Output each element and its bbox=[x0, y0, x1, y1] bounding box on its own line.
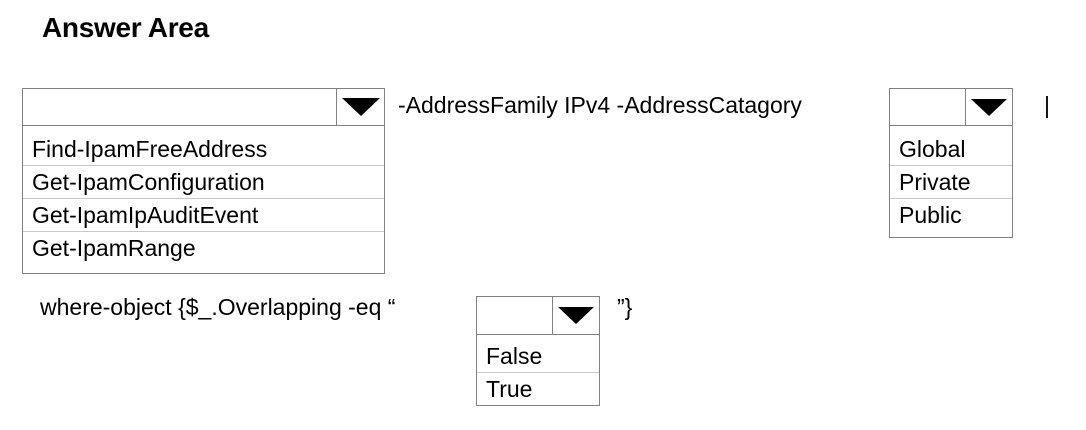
bool-dropdown[interactable]: False True bbox=[476, 296, 600, 406]
triangle-down-icon bbox=[558, 307, 594, 324]
pipe-symbol: | bbox=[1044, 92, 1050, 118]
option-false[interactable]: False bbox=[477, 340, 599, 373]
option-get-ipamconfiguration[interactable]: Get-IpamConfiguration bbox=[23, 166, 384, 199]
category-dropdown-selected[interactable] bbox=[890, 89, 1012, 126]
option-public[interactable]: Public bbox=[899, 202, 962, 228]
option-get-ipamipauditevent[interactable]: Get-IpamIpAuditEvent bbox=[23, 199, 384, 232]
option-find-ipamfreeaddress[interactable]: Find-IpamFreeAddress bbox=[23, 133, 384, 166]
where-object-text: where-object {$_.Overlapping -eq “ bbox=[40, 294, 396, 320]
category-dropdown[interactable]: Global Private Public bbox=[889, 88, 1013, 238]
option-true[interactable]: True bbox=[486, 376, 533, 402]
bool-dropdown-selected[interactable] bbox=[477, 297, 599, 335]
option-global[interactable]: Global bbox=[890, 133, 1012, 166]
category-dropdown-toggle[interactable] bbox=[965, 89, 1012, 125]
option-get-ipamrange[interactable]: Get-IpamRange bbox=[32, 235, 196, 261]
address-family-text: -AddressFamily IPv4 -AddressCatagory bbox=[398, 92, 802, 118]
closing-quote-brace: ”} bbox=[617, 294, 633, 320]
cmdlet-dropdown-toggle[interactable] bbox=[336, 89, 384, 125]
bool-dropdown-toggle[interactable] bbox=[552, 297, 599, 334]
option-private[interactable]: Private bbox=[890, 166, 1012, 199]
cmdlet-dropdown-selected[interactable] bbox=[23, 89, 384, 126]
cmdlet-dropdown[interactable]: Find-IpamFreeAddress Get-IpamConfigurati… bbox=[22, 88, 385, 274]
triangle-down-icon bbox=[971, 98, 1007, 116]
triangle-down-icon bbox=[341, 98, 380, 116]
page-title: Answer Area bbox=[42, 12, 209, 43]
